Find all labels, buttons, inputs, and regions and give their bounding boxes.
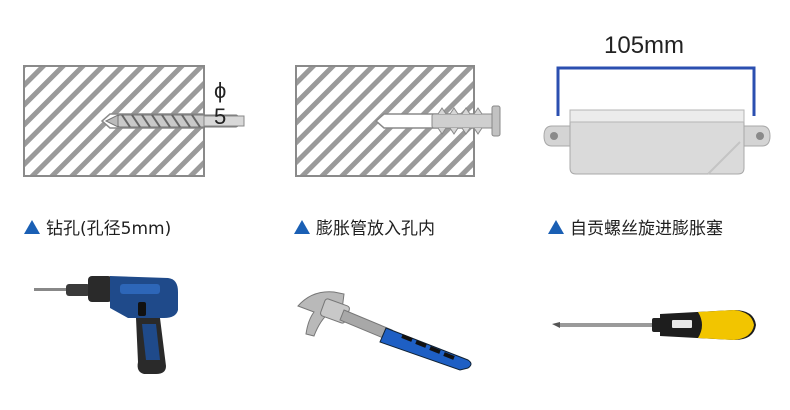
step-3-caption: 自贡螺丝旋进膨胀塞 (548, 214, 723, 239)
step-2-caption-text: 膨胀管放入孔内 (316, 219, 435, 239)
triangle-bullet-icon (24, 219, 40, 234)
screwdriver-icon (552, 310, 756, 340)
electric-drill-icon (34, 276, 178, 374)
step-1-caption-text: 钻孔(孔径5mm) (46, 219, 172, 239)
wall-with-wall-plug-diagram (295, 65, 501, 177)
step-1-caption: 钻孔(孔径5mm) (24, 214, 171, 239)
step-3-caption-text: 自贡螺丝旋进膨胀塞 (570, 219, 723, 239)
triangle-bullet-icon (294, 219, 310, 234)
wall-plug (431, 105, 501, 137)
device-mounting-bracket-diagram (543, 66, 771, 175)
triangle-bullet-icon (548, 219, 564, 234)
drill-bit (104, 114, 245, 128)
hole-diameter-label: ϕ 5 (214, 78, 227, 129)
step-2-caption: 膨胀管放入孔内 (294, 214, 435, 239)
width-dimension-label: 105mm (604, 32, 685, 59)
wall-with-drill-bit-diagram (23, 65, 245, 177)
hammer-icon (297, 291, 472, 371)
